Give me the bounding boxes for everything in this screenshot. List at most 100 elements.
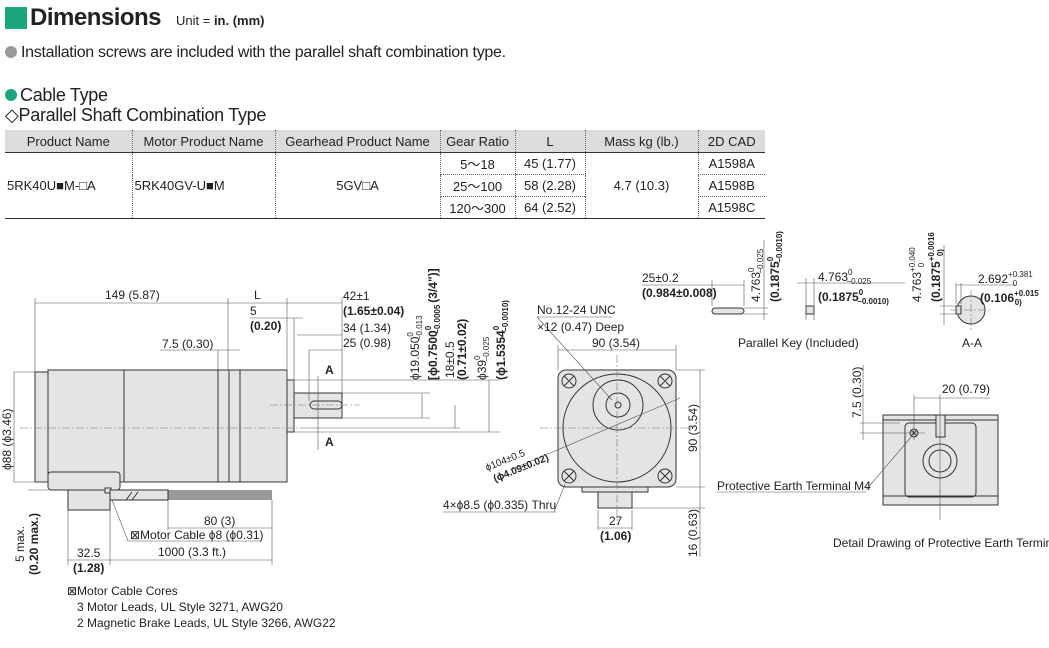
tol-lower: −0.0005 — [433, 304, 442, 334]
dim-connector-pos-in: (1.28) — [73, 561, 104, 575]
key-side — [711, 307, 745, 315]
svg-text:(0.18750−0.0010): (0.18750−0.0010) — [818, 288, 889, 306]
svg-text:4.7630−0.025: 4.7630−0.025 — [818, 268, 872, 286]
col-product-name: Product Name — [5, 130, 132, 153]
tol-upper: 0 — [406, 332, 415, 337]
dim-shaft-dia: ϕ19.050 — [408, 336, 422, 380]
install-note: Installation screws are included with th… — [5, 44, 506, 62]
note-text: Installation screws are included with th… — [21, 44, 506, 61]
dim-boss-dia-in: (ϕ1.5354 — [494, 330, 508, 380]
dim-L: L — [254, 288, 261, 302]
tol-lower: 0) — [1015, 298, 1022, 307]
dim-keyway-width-in: (0.1875 — [929, 261, 943, 302]
dim-connector-width-in: (1.06) — [600, 529, 631, 543]
diamond-icon: ◇ — [5, 105, 19, 125]
dim-keyway-depth: 2.692 — [978, 272, 1008, 286]
tol-upper: +0.0016 — [927, 232, 936, 262]
dim-mounting-holes: 4×ϕ8.5 (ϕ0.335) Thru — [443, 498, 556, 512]
l-cell: 64 (2.52) — [514, 196, 585, 219]
dim-max5-in: (0.20 max.) — [27, 513, 41, 575]
detail-caption: Detail Drawing of Protective Earth Termi… — [833, 536, 1049, 550]
svg-text:ϕ19.0500−0.013: ϕ19.0500−0.013 — [406, 315, 424, 380]
table-header-row: Product Name Motor Product Name Gearhead… — [5, 130, 765, 153]
section-heading: Cable Type — [5, 85, 108, 106]
dim-connector-width: 27 — [609, 514, 623, 528]
table-row: 25〜100 58 (2.28) A1598B — [5, 174, 765, 197]
dim-shaft-length: 42±1 — [343, 289, 370, 303]
cad-link[interactable]: A1598C — [697, 196, 765, 219]
dim-offset-in: (0.71±0.02) — [455, 319, 469, 380]
cable-note-line: 3 Motor Leads, UL Style 3271, AWG20 — [77, 600, 283, 614]
side-view: 149 (5.87) L 42±1 (1.65±0.04) 5 (0.20) 3… — [0, 268, 510, 575]
table-row: 120〜300 64 (2.52) A1598C — [5, 196, 765, 219]
tol-lower: 0) — [936, 249, 945, 256]
tol-upper: 0 — [473, 355, 482, 360]
motor-cable — [109, 489, 169, 501]
cable-label: ⊠Motor Cable ϕ8 (ϕ0.31) — [130, 528, 264, 542]
motor-product-name-cell: 5RK40GV-U■M — [131, 152, 275, 219]
l-cell: 45 (1.77) — [514, 152, 585, 175]
dim-key-length: 25±0.2 — [642, 271, 679, 285]
svg-text:4.7630−0.025: 4.7630−0.025 — [747, 248, 765, 302]
unit-prefix: Unit = — [176, 13, 214, 28]
cable-connector — [67, 489, 111, 511]
col-l: L — [514, 130, 585, 153]
dim-fraction: (3/4")] — [426, 268, 440, 302]
unit-label: Unit = in. (mm) — [176, 13, 265, 28]
tol-lower: 0 — [917, 262, 926, 267]
tol-lower: 0 — [1013, 279, 1018, 288]
tol-upper: +0.381 — [1008, 270, 1033, 279]
tol-lower: −0.025 — [846, 277, 871, 286]
svg-text:(0.18750−0.0010): (0.18750−0.0010) — [766, 231, 784, 302]
key-end — [805, 305, 815, 315]
col-gear-ratio: Gear Ratio — [439, 130, 515, 153]
tap-spec: No.12-24 UNC — [537, 303, 616, 317]
cad-link[interactable]: A1598A — [697, 152, 765, 175]
dim-key-width: 4.763 — [818, 270, 848, 284]
tol-lower: −0.0010) — [501, 300, 510, 332]
tol-upper: 0 — [859, 288, 864, 297]
dim-shaft-length-in: (1.65±0.04) — [343, 304, 404, 318]
gear-ratio-cell: 5〜18 — [439, 152, 515, 175]
dim-keyway-depth-in: (0.106 — [980, 291, 1014, 305]
dim-lead-length: 80 (3) — [204, 514, 235, 528]
bullet-icon — [5, 46, 17, 58]
cable-note-line: 2 Magnetic Brake Leads, UL Style 3266, A… — [77, 616, 336, 630]
svg-text:(ϕ1.53540−0.0010): (ϕ1.53540−0.0010) — [492, 300, 510, 380]
cad-link[interactable]: A1598B — [697, 174, 765, 197]
cable-notes: ⊠Motor Cable Cores 3 Motor Leads, UL Sty… — [67, 584, 336, 630]
tol-upper: +0.015 — [1014, 289, 1039, 298]
dim-key-height-in: (0.1875 — [768, 261, 782, 302]
dim-boss-in: (0.20) — [250, 319, 281, 333]
shaft-diameter-labels: ϕ19.0500−0.013 [ϕ0.75000−0.0005(3/4")] 1… — [406, 268, 510, 380]
dim-front-height: 90 (3.54) — [686, 404, 700, 452]
dim-offset: 18±0.5 — [443, 341, 457, 378]
dim-shaft-dia-in: [ϕ0.7500 — [426, 330, 440, 380]
product-name-cell: 5RK40U■M-□A — [5, 152, 132, 219]
table-row: 5RK40U■M-□A 5RK40GV-U■M 5GV□A 5〜18 45 (1… — [5, 152, 765, 219]
front-connector — [597, 491, 633, 509]
section-caption: A-A — [962, 336, 982, 350]
tol-upper: 0 — [766, 256, 775, 261]
parallel-key-view: 25±0.2 (0.984±0.008) 4.7630−0.025 (0.187… — [642, 231, 905, 350]
gearhead-body — [239, 369, 288, 483]
boss-circle — [592, 379, 644, 431]
tol-lower: −0.013 — [415, 315, 424, 340]
dim-key-25: 25 (0.98) — [343, 336, 391, 350]
mounting-holes — [561, 373, 673, 484]
tol-upper: 0 — [848, 268, 853, 277]
svg-text:[ϕ0.75000−0.0005(3/4")]: [ϕ0.75000−0.0005(3/4")] — [424, 268, 442, 380]
dim-terminal-vertical: 7.5 (0.30) — [850, 367, 864, 418]
dim-front-width: 90 (3.54) — [592, 336, 640, 350]
svg-text:4.763+0.0400: 4.763+0.0400 — [908, 247, 926, 302]
terminal-box — [47, 471, 121, 491]
gear-ratio-cell: 120〜300 — [439, 196, 515, 219]
dim-key-height: 4.763 — [749, 272, 763, 302]
tap-depth: ×12 (0.47) Deep — [537, 320, 624, 334]
motor-end-cap — [34, 371, 50, 483]
dim-boss-dia: ϕ39 — [475, 360, 489, 380]
cable-leads — [168, 490, 272, 500]
